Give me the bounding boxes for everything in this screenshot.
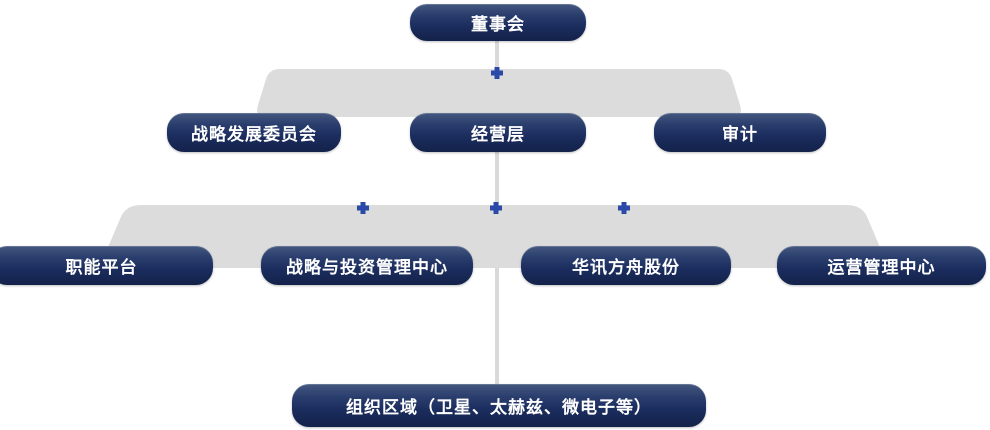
connector-line-management <box>495 150 499 208</box>
node-board: 董事会 <box>410 4 586 41</box>
node-huaxun-ark-shares-label: 华讯方舟股份 <box>572 258 680 278</box>
node-functional-platform-label: 职能平台 <box>65 258 138 278</box>
node-strategy-committee: 战略发展委员会 <box>167 113 341 152</box>
node-org-regions-label: 组织区域（卫星、太赫兹、微电子等） <box>346 398 652 418</box>
connector-line-board <box>495 39 499 71</box>
node-strategy-investment-center-label: 战略与投资管理中心 <box>286 258 448 278</box>
node-strategy-committee-label: 战略发展委员会 <box>191 125 317 145</box>
node-audit: 审计 <box>654 113 826 152</box>
node-audit-label: 审计 <box>722 125 758 145</box>
node-operations-center-label: 运营管理中心 <box>827 258 936 278</box>
cross-junction-icon <box>490 66 504 80</box>
node-management: 经营层 <box>410 113 586 152</box>
node-huaxun-ark-shares: 华讯方舟股份 <box>521 246 731 285</box>
connector-band-level2 <box>256 69 742 117</box>
node-org-regions: 组织区域（卫星、太赫兹、微电子等） <box>292 384 706 427</box>
connector-line-org-regions <box>495 262 499 386</box>
cross-junction-icon <box>617 201 631 215</box>
cross-junction-icon <box>489 201 503 215</box>
node-management-label: 经营层 <box>471 125 525 145</box>
node-board-label: 董事会 <box>471 15 525 35</box>
node-functional-platform: 职能平台 <box>0 246 213 285</box>
node-strategy-investment-center: 战略与投资管理中心 <box>261 246 473 285</box>
node-operations-center: 运营管理中心 <box>777 246 986 285</box>
cross-junction-icon <box>356 201 370 215</box>
